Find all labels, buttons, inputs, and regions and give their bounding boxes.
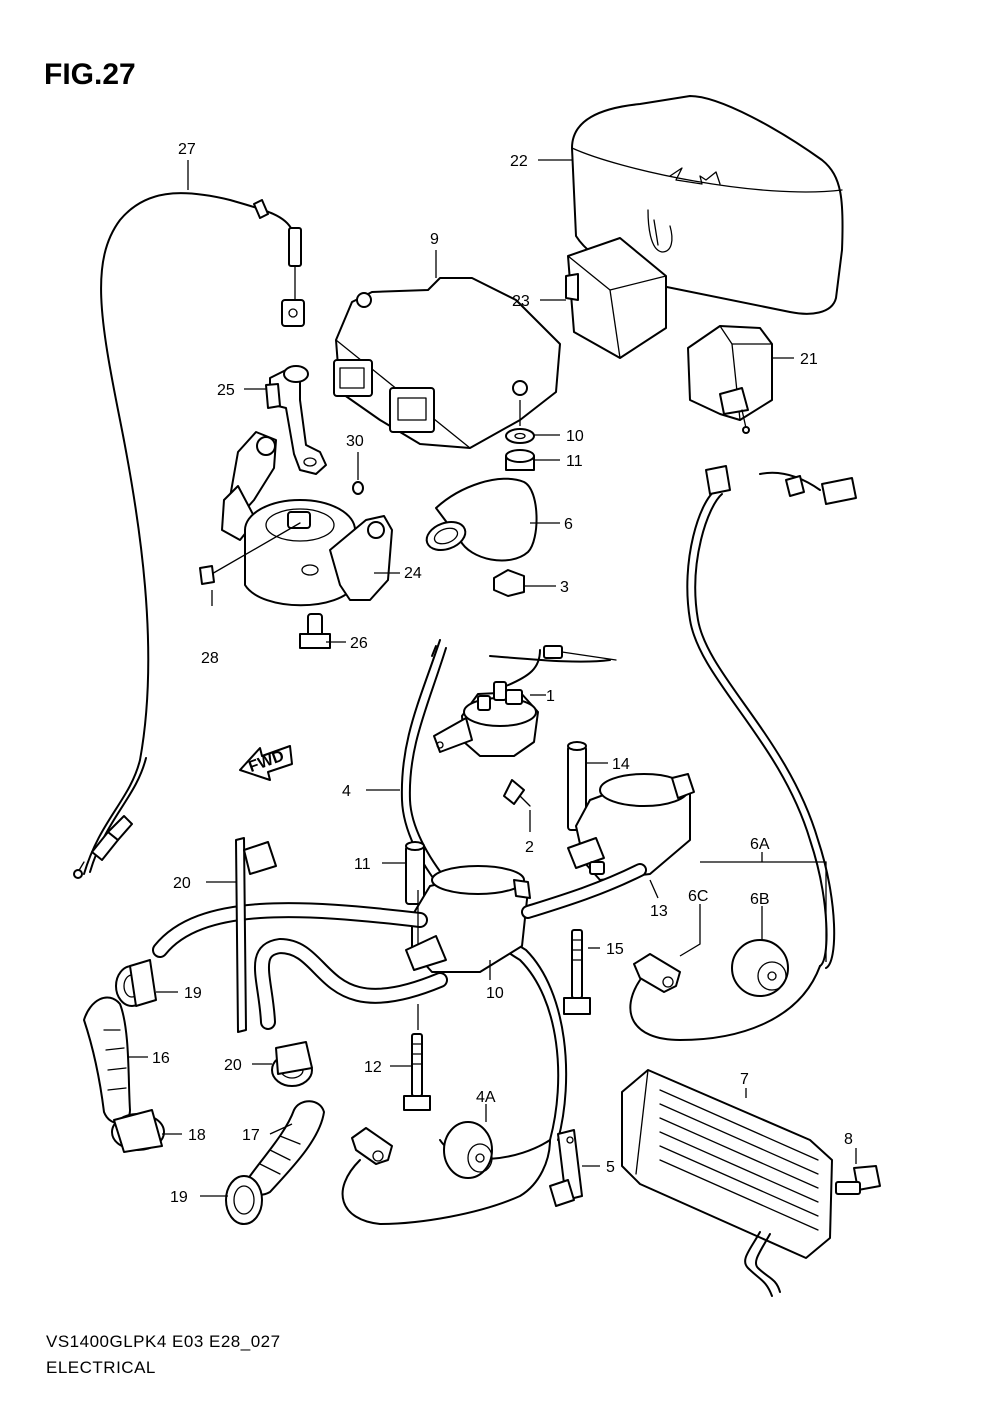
callout-11: 11 [566,453,583,470]
part-4-end-sensor [351,1127,393,1165]
callout-13: 11 [354,856,371,873]
callout-6c: 6C [688,888,708,905]
callout-30: 30 [346,433,364,450]
callout-leaders [128,159,794,1197]
callout-21: 20 [173,875,191,892]
part-17-bolt [563,929,591,1015]
part-19-boot-upper [111,1109,165,1153]
part-22-relay [687,325,773,434]
callout-22: 21 [800,351,818,368]
callout-24: 23 [512,293,530,310]
part-18-boot-upper [83,996,131,1124]
callout-26: 25 [217,382,235,399]
part-4a-sensor [443,1104,493,1179]
figure-title: FIG.27 [44,58,136,91]
callout-27: 26 [350,635,368,652]
part-20-plug-cap-lower [271,1041,313,1087]
callout-labels: 27 25 30 28 24 26 9 22 23 21 10 11 6 3 1… [152,141,853,1206]
callout-29: 28 [201,650,219,667]
callout-20-upper: 19 [184,985,202,1002]
part-3-nut [493,569,525,597]
part-15-ignition-coil [567,773,695,881]
part-5-clamp [549,1129,600,1207]
fwd-arrow: FWD [239,745,293,781]
part-26-bracket [265,365,327,475]
callout-19-lower: 19 [170,1189,188,1206]
callout-9: 9 [430,231,439,248]
part-18-boot-lower [246,1100,325,1196]
part-14-bolt [403,890,431,1111]
callout-3: 3 [560,579,569,596]
callout-8: 8 [844,1131,853,1148]
part-30-nut [352,452,364,495]
callout-12: 10 [486,985,504,1002]
part-6-cap [425,477,538,562]
part-11-nut [505,449,535,471]
part-8-bolt [835,1148,881,1195]
callout-23: 22 [510,153,528,170]
part-6b-sensor [731,906,789,997]
part-27-bolt [299,613,331,649]
part-2-screw [503,779,531,832]
callout-25: 24 [404,565,422,582]
callout-18-lower: 17 [242,1127,260,1144]
callout-15: 13 [650,903,668,920]
callout-10: 10 [566,428,584,445]
part-20-plug-cap-upper [115,959,157,1007]
callout-17: 15 [606,941,624,958]
section-name: ELECTRICAL [46,1358,156,1377]
part-28-cable [73,192,305,879]
callout-7: 7 [740,1071,749,1088]
part-1-starter-relay [433,649,541,757]
part-6c-sensor [633,904,701,993]
part-19-boot-lower [225,1175,263,1225]
part-9-control-unit [333,277,561,449]
part-6a-bracket-leader [700,852,827,962]
callout-6a: 6A [750,836,770,853]
callout-6: 6 [564,516,573,533]
part-21-cable-tie [235,837,277,1033]
callout-4a: 4A [476,1089,496,1106]
callout-6b: 6B [750,891,770,908]
callout-19-upper: 18 [188,1127,206,1144]
part-25-horn-assembly [221,431,393,607]
part-29-bolt [199,522,301,606]
callout-4: 4 [342,783,351,800]
callout-18-upper: 16 [152,1050,170,1067]
part-6-harness-right [629,465,857,1041]
ignition-tubes [152,863,647,1030]
callout-2: 2 [525,839,534,856]
callout-16: 14 [612,756,630,773]
part-13-spacer [405,841,425,905]
part-7-regulator [621,1069,833,1297]
callout-5: 5 [606,1159,615,1176]
part-24-relay [565,237,667,359]
part-12-ignition-coil [405,865,531,973]
callout-28: 27 [178,141,196,158]
part-10-washer [505,400,535,444]
model-code: VS1400GLPK4 E03 E28_027 [46,1332,281,1351]
callout-14: 12 [364,1059,382,1076]
callout-1: 1 [546,688,555,705]
callout-20-lower: 20 [224,1057,242,1074]
